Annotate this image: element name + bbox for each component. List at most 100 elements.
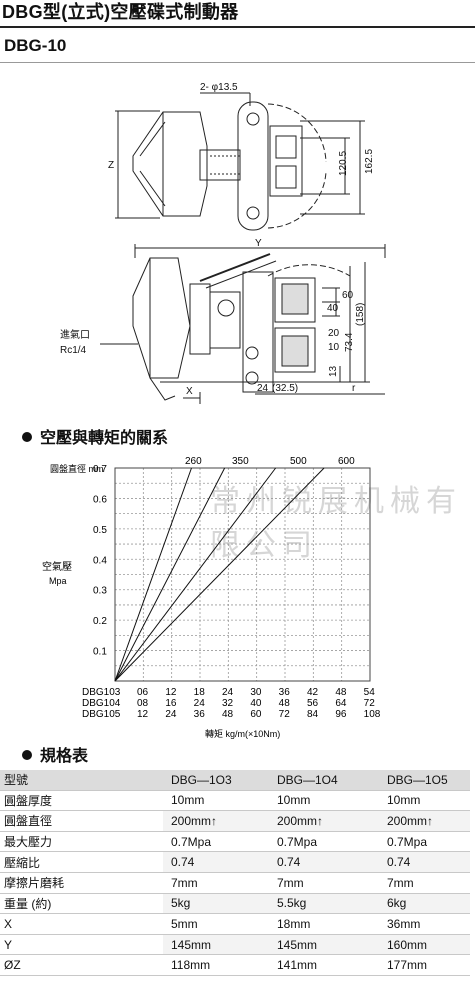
- table-cell: 0.74: [275, 851, 385, 873]
- table-header-cell: DBG—1O5: [385, 770, 470, 791]
- series-line-600: [114, 467, 325, 682]
- torque-value: 30: [250, 687, 262, 698]
- table-header-cell: DBG—1O4: [275, 770, 385, 791]
- table-cell: 36mm: [385, 913, 470, 935]
- y-dim-label: Y: [255, 238, 262, 249]
- table-cell: 10mm: [275, 790, 385, 812]
- y-axis-unit: Mpa: [49, 576, 67, 586]
- y-tick-label: 0.7: [93, 464, 107, 475]
- torque-value: 18: [194, 687, 206, 698]
- dim-73-4: 73.4: [344, 332, 355, 352]
- dim-60: 60: [342, 290, 354, 301]
- table-cell: 5kg: [163, 893, 275, 915]
- table-cell: 18mm: [275, 913, 385, 935]
- table-cell: 10mm: [163, 790, 275, 812]
- table-cell: 160mm: [385, 934, 470, 956]
- torque-value: 16: [165, 698, 177, 709]
- dim-32-5: (32.5): [272, 383, 298, 394]
- table-cell: 0.7Mpa: [275, 831, 385, 853]
- inlet-spec: Rc1/4: [60, 345, 87, 356]
- torque-value: 12: [165, 687, 177, 698]
- dim-13: 13: [328, 365, 339, 377]
- torque-value: 24: [194, 698, 206, 709]
- torque-value: 96: [335, 709, 347, 720]
- technical-drawing: 2- φ13.5 Z 120.5 162.5 Y (158) 60 40 20 …: [60, 82, 386, 404]
- y-tick-label: 0.6: [93, 494, 107, 505]
- table-cell: 0.74: [163, 851, 275, 873]
- series-label-500: 500: [290, 456, 307, 467]
- table-cell: 7mm: [163, 872, 275, 894]
- table-cell: 200mm↑: [385, 810, 470, 832]
- y-tick-label: 0.5: [93, 525, 107, 536]
- dim-158: (158): [355, 303, 366, 326]
- inlet-label: 進氣口: [60, 328, 90, 341]
- series-label-260: 260: [185, 456, 202, 467]
- y-axis-label: 空氣壓: [42, 560, 72, 573]
- section-spec: 規格表: [22, 742, 88, 766]
- section-spec-title: 規格表: [40, 748, 89, 765]
- title-divider: [0, 26, 475, 28]
- table-cell: 壓縮比: [0, 851, 163, 873]
- torque-value: 32: [222, 698, 234, 709]
- torque-value: 40: [250, 698, 262, 709]
- table-cell: 118mm: [163, 954, 275, 976]
- x-axis-label: 轉矩 kg/m(×10Nm): [205, 728, 280, 739]
- z-dim-label: Z: [108, 160, 114, 171]
- torque-value: 24: [222, 687, 234, 698]
- torque-value: 06: [137, 687, 149, 698]
- table-cell: 0.74: [385, 851, 470, 873]
- dim-20: 20: [328, 328, 340, 339]
- series-line-260: [114, 467, 192, 682]
- table-cell: 圓盤直徑: [0, 810, 163, 832]
- table-bottom-edge: [150, 968, 470, 981]
- torque-row-label: DBG105: [82, 709, 121, 720]
- page-title: DBG型(立式)空壓碟式制動器: [2, 2, 239, 22]
- torque-value: 36: [279, 687, 291, 698]
- r-dim-label: r: [352, 383, 356, 394]
- table-cell: 0.7Mpa: [163, 831, 275, 853]
- dim-120-5: 120.5: [338, 151, 349, 176]
- bullet-icon: [22, 750, 32, 760]
- torque-value: 72: [279, 709, 291, 720]
- plot-frame: [114, 467, 371, 682]
- table-cell: 5mm: [163, 913, 275, 935]
- x-dim-label: X: [186, 386, 193, 397]
- table-cell: Y: [0, 934, 163, 956]
- y-tick-label: 0.2: [93, 616, 107, 627]
- torque-value: 08: [137, 698, 149, 709]
- torque-value: 64: [335, 698, 347, 709]
- section-pressure-title: 空壓與轉矩的關系: [40, 430, 169, 447]
- model-divider: [0, 62, 475, 63]
- torque-value: 54: [364, 687, 376, 698]
- table-cell: 0.7Mpa: [385, 831, 470, 853]
- bullet-icon: [22, 432, 32, 442]
- torque-value: 48: [222, 709, 234, 720]
- table-cell: 141mm: [275, 954, 385, 976]
- series-line-500: [114, 467, 277, 682]
- torque-value: 24: [165, 709, 177, 720]
- top-axis-label: 圓盤直徑 mm: [50, 463, 104, 474]
- table-cell: 重量 (約): [0, 893, 163, 915]
- table-cell: 10mm: [385, 790, 470, 812]
- dim-10: 10: [328, 342, 340, 353]
- dim-162-5: 162.5: [364, 149, 375, 174]
- torque-value: 48: [335, 687, 347, 698]
- table-header-cell: DBG—1O3: [163, 770, 275, 791]
- table-cell: 最大壓力: [0, 831, 163, 853]
- model-title: DBG-10: [4, 36, 67, 55]
- table-cell: 145mm: [163, 934, 275, 956]
- torque-row-label: DBG103: [82, 687, 121, 698]
- y-tick-label: 0.1: [93, 647, 107, 658]
- series-label-350: 350: [232, 456, 249, 467]
- torque-value: 72: [364, 698, 376, 709]
- torque-value: 56: [307, 698, 319, 709]
- series-label-600: 600: [338, 456, 355, 467]
- table-cell: 圓盤厚度: [0, 790, 163, 812]
